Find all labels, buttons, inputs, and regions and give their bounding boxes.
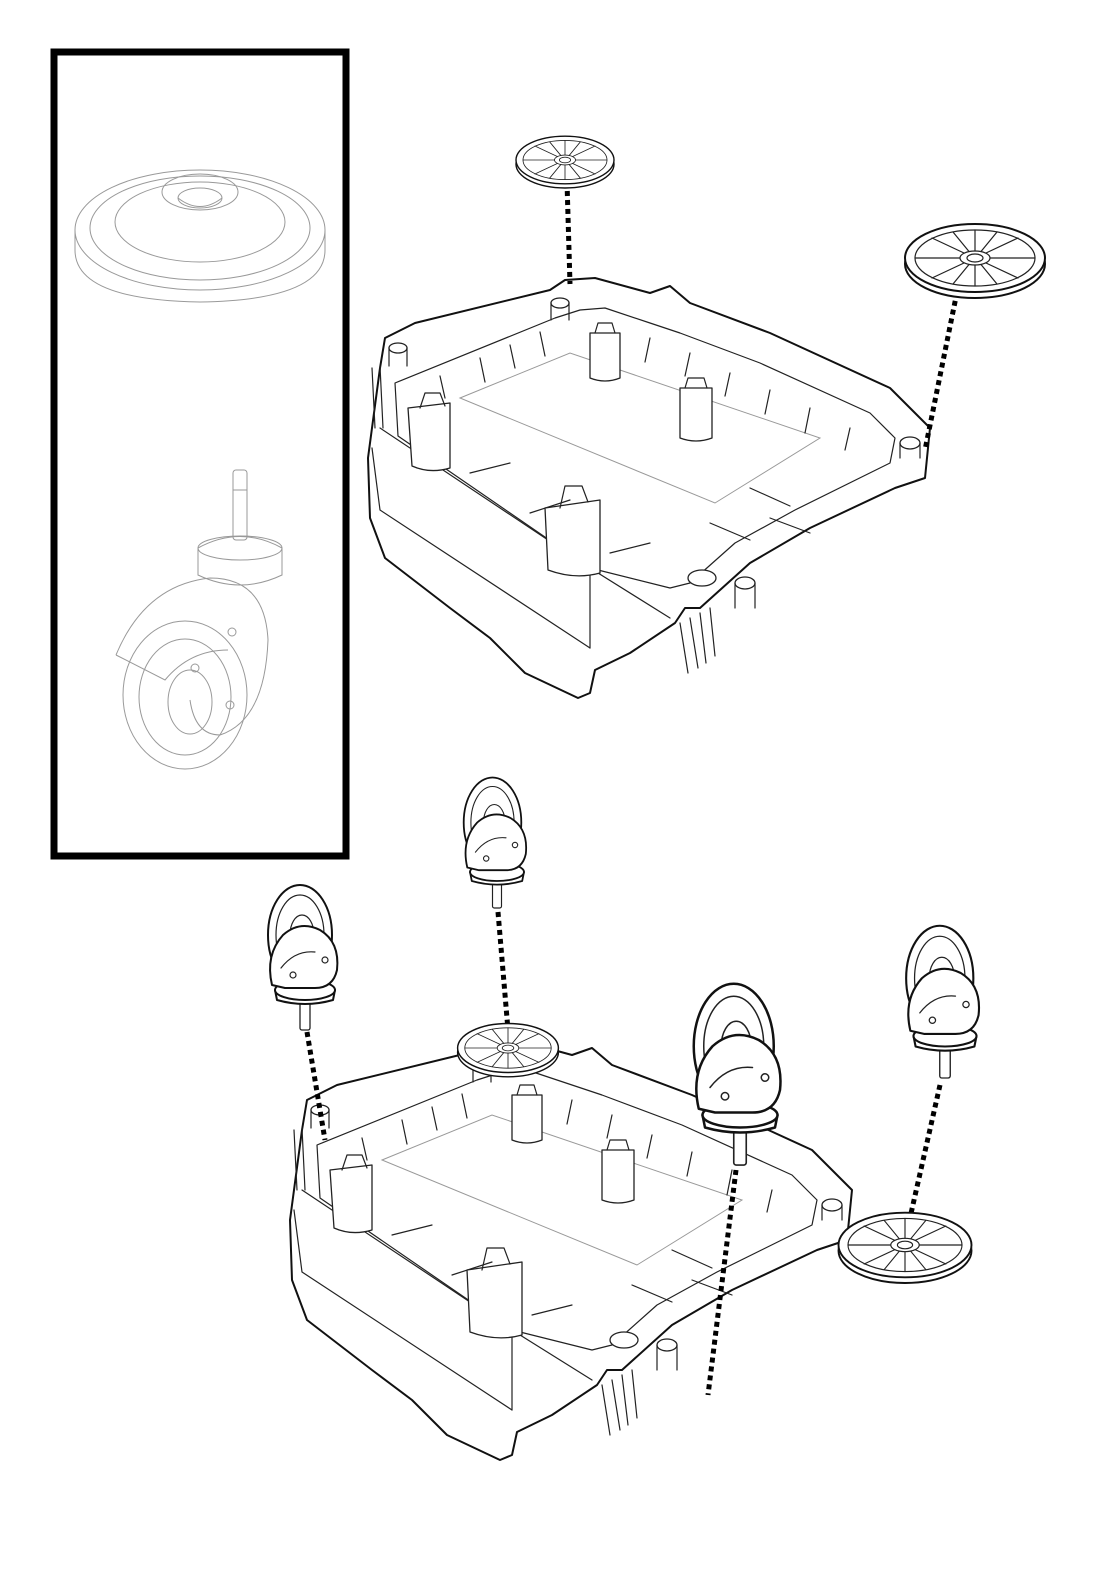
guide-line-upper-left: [567, 182, 570, 284]
inset-panel: [54, 52, 346, 856]
glide-disc-lower-right: [839, 1213, 972, 1283]
caster-lower-back: [464, 778, 526, 909]
step-2-assembly: [268, 778, 979, 1461]
glide-disc-lower-back: [458, 1024, 559, 1077]
glide-disc-upper-right: [905, 224, 1045, 298]
caster-lower-left: [268, 885, 337, 1030]
guide-line-lower-center: [498, 912, 508, 1030]
base-tray-upper: [368, 278, 930, 698]
caster-lower-right: [906, 926, 979, 1078]
step-1-assembly: [368, 136, 1045, 698]
glide-disc-upper-left: [516, 136, 614, 188]
guide-line-upper-right: [925, 292, 957, 450]
